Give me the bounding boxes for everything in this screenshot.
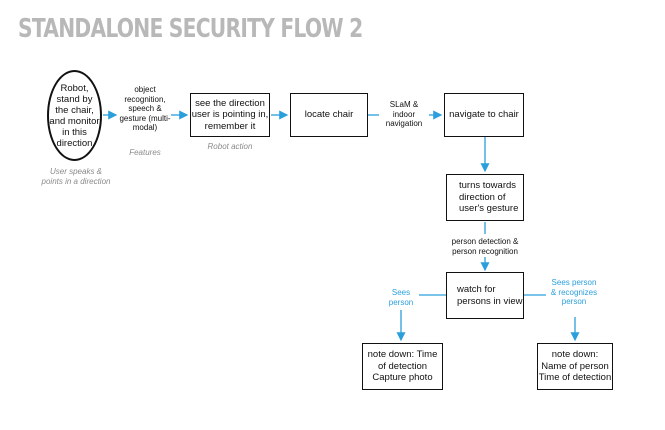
start-node: Robot, stand by the chair, and monitor i… — [47, 70, 102, 161]
watch-persons-box: watch for persons in view — [446, 272, 524, 319]
user-speaks-caption: User speaks & points in a direction — [41, 167, 111, 186]
sees-person-label: Sees person — [388, 288, 414, 307]
features-label: object recognition, speech & gesture (mu… — [119, 85, 171, 132]
note-left-box: note down: Time of detection Capture pho… — [362, 343, 443, 390]
navigate-chair-text: navigate to chair — [449, 109, 519, 121]
person-detection-label: person detection & person recognition — [451, 237, 519, 256]
features-caption: Features — [129, 148, 161, 157]
start-node-text: Robot, stand by the chair, and monitor i… — [49, 82, 100, 149]
note-left-text: note down: Time of detection Capture pho… — [367, 349, 438, 384]
turns-towards-box: turns towards direction of user's gestur… — [446, 174, 524, 221]
navigate-chair-box: navigate to chair — [444, 93, 524, 137]
slam-label: SLaM & indoor navigation — [385, 100, 423, 128]
robot-action-caption: Robot action — [207, 142, 253, 151]
see-direction-box: see the direction user is pointing in, r… — [190, 93, 270, 137]
locate-chair-text: locate chair — [304, 109, 354, 121]
page-title: STANDALONE SECURITY FLOW 2 — [18, 14, 363, 44]
see-direction-text: see the direction user is pointing in, r… — [191, 97, 269, 132]
sees-recognizes-label: Sees person & recognizes person — [550, 278, 598, 306]
turns-towards-text: turns towards direction of user's gestur… — [459, 180, 519, 215]
locate-chair-box: locate chair — [290, 93, 368, 137]
watch-persons-text: watch for persons in view — [457, 284, 523, 307]
note-right-text: note down: Name of person Time of detect… — [538, 349, 612, 384]
note-right-box: note down: Name of person Time of detect… — [537, 343, 613, 390]
